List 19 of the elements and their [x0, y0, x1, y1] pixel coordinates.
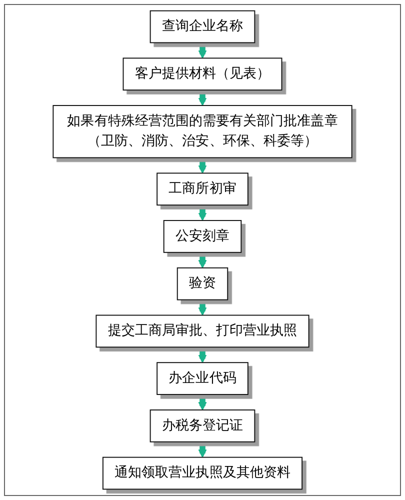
- node-box: 公安刻章: [163, 220, 242, 253]
- node-box: 工商所初审: [156, 172, 248, 206]
- arrow: [198, 394, 207, 410]
- node-box: 查询企业名称: [150, 10, 256, 44]
- node-box: 通知领取营业执照及其他资料: [102, 456, 303, 490]
- arrow: [198, 90, 207, 106]
- arrow: [198, 42, 207, 59]
- arrow: [198, 158, 207, 174]
- node-box: 办税务登记证: [150, 409, 256, 442]
- arrow: [198, 347, 207, 363]
- arrow: [198, 252, 207, 268]
- node-box: 提交工商局审批、打印营业执照: [96, 314, 310, 348]
- node-box: 如果有特殊经营范围的需要有关部门批准盖章（卫防、消防、治安、环保、科委等）: [52, 105, 352, 158]
- arrow: [198, 300, 207, 316]
- node-box: 验资: [176, 267, 228, 300]
- arrow: [198, 205, 207, 221]
- node-box: 客户提供材料（见表）: [122, 58, 282, 91]
- arrow: [198, 442, 207, 458]
- node-box: 办企业代码: [156, 362, 248, 395]
